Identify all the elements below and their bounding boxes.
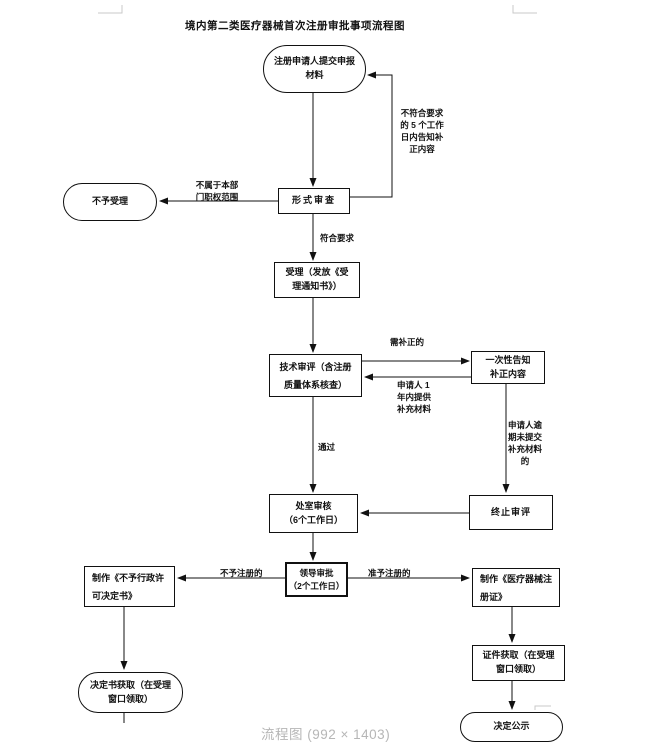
edge-label-meet: 符合要求 xyxy=(320,233,355,243)
node-start-oval: 注册申请人提交申报 材料 xyxy=(263,45,366,93)
node-deny-letter-box: 制作《不予行政许 可决定书》 xyxy=(84,566,175,607)
node-publish-oval: 决定公示 xyxy=(460,712,563,742)
node-terminate-box: 终止审评 xyxy=(469,495,553,530)
node-accept-box: 受理（发放《受 理通知书》） xyxy=(274,262,360,298)
edge-label-deny-registration: 不予注册的 xyxy=(220,568,263,578)
image-size-watermark: 流程图 (992 × 1403) xyxy=(261,727,391,742)
edge-label-not-meet: 不符合要求 的 5 个工作 日内告知补 正内容 xyxy=(400,108,444,154)
edge-label-need-correction: 需补正的 xyxy=(390,337,425,347)
node-dept-review-box: 处室审核 （6个工作日） xyxy=(269,494,358,533)
edge-label-overdue: 申请人逾 期未提交 补充材料 的 xyxy=(507,420,542,466)
page-margin-mark-top-right xyxy=(512,5,537,14)
node-decision-get-oval: 决定书获取（在受理 窗口领取） xyxy=(78,672,183,713)
edge-label-grant-registration: 准予注册的 xyxy=(368,568,411,578)
edge-label-not-authority: 不属于本部 门职权范围 xyxy=(195,180,239,202)
node-onetime-notice-box: 一次性告知 补正内容 xyxy=(471,351,545,384)
node-leader-approval-box: 领导审批 （2个工作日） xyxy=(285,562,348,597)
page-margin-mark-bottom-right xyxy=(534,705,551,710)
node-cert-make-box: 制作《医疗器械注 册证》 xyxy=(472,568,560,607)
node-tech-review-box: 技术审评（含注册 质量体系核查） xyxy=(269,354,362,397)
edge-label-supplement-1year: 申请人 1 年内提供 补充材料 xyxy=(397,380,432,414)
edge-label-pass: 通过 xyxy=(318,442,336,452)
edge-formal-feedback-to-start xyxy=(350,71,393,198)
node-formal-review-box: 形式审查 xyxy=(278,188,350,214)
page-title: 境内第二类医疗器械首次注册审批事项流程图 xyxy=(185,20,405,32)
page-margin-mark-top-left xyxy=(98,5,123,14)
node-reject-oval: 不予受理 xyxy=(63,183,157,221)
node-cert-get-box: 证件获取（在受理 窗口领取） xyxy=(472,645,565,681)
